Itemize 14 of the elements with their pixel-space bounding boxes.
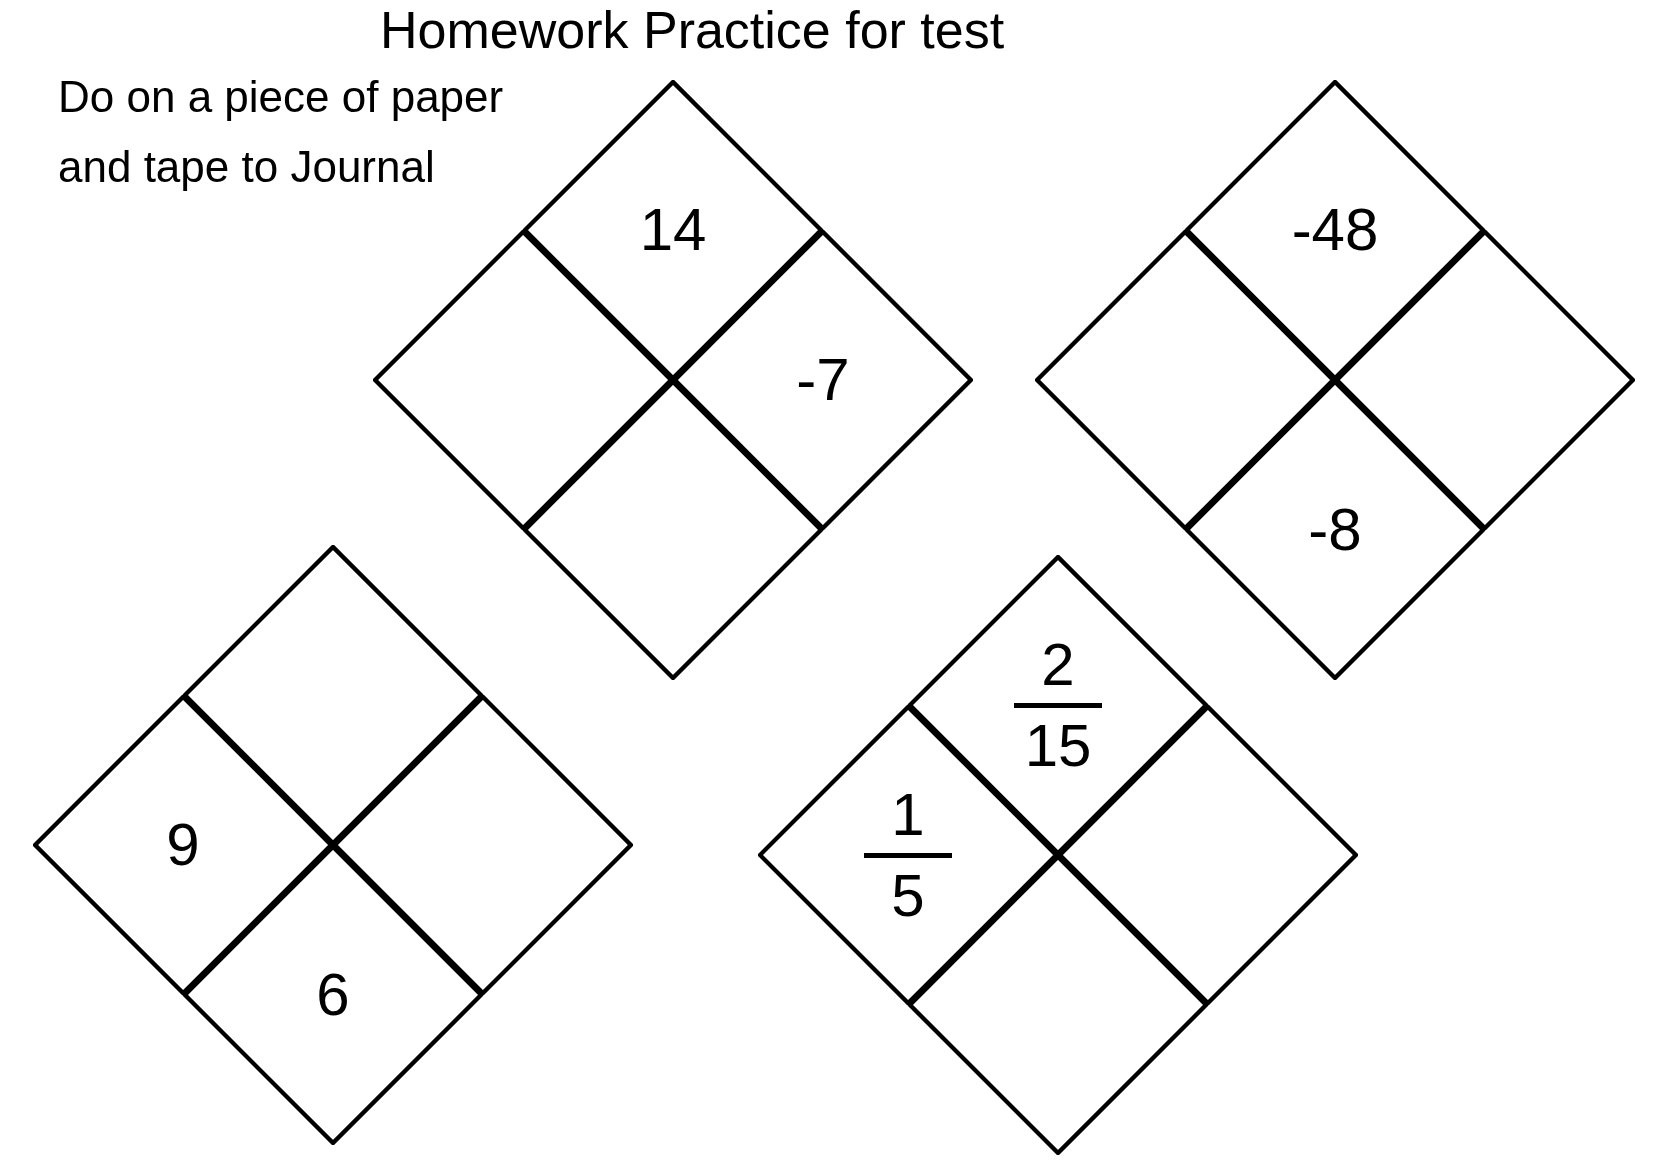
number: 9	[166, 815, 200, 875]
number: -7	[796, 350, 850, 410]
diamond-cell	[1185, 80, 1485, 380]
number: -48	[1291, 200, 1379, 260]
instruction-note: Do on a piece of paper and tape to Journal	[58, 71, 505, 193]
number: -8	[1308, 500, 1362, 560]
diamond-cell	[1185, 380, 1485, 680]
number: 14	[639, 200, 707, 260]
numerator: 2	[1041, 634, 1075, 695]
title: Homework Practice for test	[380, 4, 1005, 56]
number: 6	[316, 965, 350, 1025]
denominator: 15	[1024, 715, 1092, 776]
numerator: 1	[891, 784, 925, 845]
denominator: 5	[891, 865, 925, 926]
